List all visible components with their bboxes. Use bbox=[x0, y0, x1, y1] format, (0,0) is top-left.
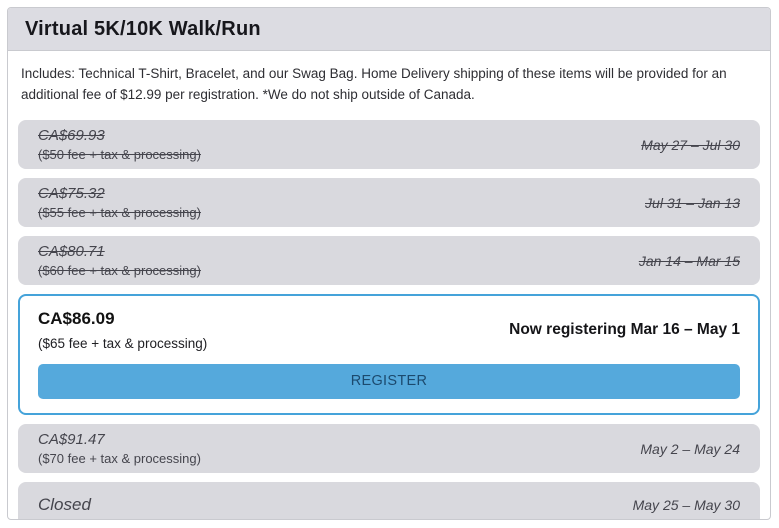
tier-price-block: CA$80.71 ($60 fee + tax & processing) bbox=[38, 243, 201, 278]
tier-row-active: CA$86.09 ($65 fee + tax & processing) No… bbox=[18, 294, 760, 416]
tier-price-block: Closed bbox=[38, 495, 91, 515]
tier-dates: May 2 – May 24 bbox=[640, 440, 740, 457]
tier-price: CA$69.93 bbox=[38, 127, 105, 145]
active-tier-info: CA$86.09 ($65 fee + tax & processing) No… bbox=[38, 309, 740, 351]
tier-row-upcoming: CA$91.47 ($70 fee + tax & processing) Ma… bbox=[18, 424, 760, 474]
tier-dates: May 27 – Jul 30 bbox=[641, 136, 740, 153]
tier-fee-detail: ($65 fee + tax & processing) bbox=[38, 336, 208, 352]
tier-row-expired-3: CA$80.71 ($60 fee + tax & processing) Ja… bbox=[18, 236, 760, 286]
tier-price: CA$80.71 bbox=[38, 243, 105, 261]
event-description: Includes: Technical T-Shirt, Bracelet, a… bbox=[21, 66, 727, 102]
now-registering-dates: Now registering Mar 16 – May 1 bbox=[509, 321, 740, 339]
tier-row-closed: Closed May 25 – May 30 bbox=[18, 482, 760, 519]
tier-fee-detail: ($50 fee + tax & processing) bbox=[38, 147, 201, 163]
tier-dates: Jul 31 – Jan 13 bbox=[645, 194, 740, 211]
tier-price: CA$91.47 bbox=[38, 431, 105, 449]
card-header: Virtual 5K/10K Walk/Run bbox=[8, 8, 770, 51]
closed-label: Closed bbox=[38, 495, 91, 515]
tier-price: CA$75.32 bbox=[38, 185, 105, 203]
tier-price-block: CA$69.93 ($50 fee + tax & processing) bbox=[38, 127, 201, 162]
card-body: Includes: Technical T-Shirt, Bracelet, a… bbox=[8, 51, 770, 519]
tier-dates: Jan 14 – Mar 15 bbox=[638, 252, 740, 269]
tier-fee-detail: ($55 fee + tax & processing) bbox=[38, 205, 201, 221]
registration-card: Virtual 5K/10K Walk/Run Includes: Techni… bbox=[7, 7, 771, 520]
tier-row-expired-2: CA$75.32 ($55 fee + tax & processing) Ju… bbox=[18, 178, 760, 228]
tier-dates: May 25 – May 30 bbox=[632, 497, 740, 514]
page-title: Virtual 5K/10K Walk/Run bbox=[25, 18, 261, 40]
register-button[interactable]: REGISTER bbox=[38, 364, 740, 400]
tier-fee-detail: ($70 fee + tax & processing) bbox=[38, 451, 201, 467]
tier-fee-detail: ($60 fee + tax & processing) bbox=[38, 263, 201, 279]
tier-price: CA$86.09 bbox=[38, 309, 115, 329]
tier-price-block: CA$86.09 ($65 fee + tax & processing) bbox=[38, 309, 207, 351]
tier-row-expired-1: CA$69.93 ($50 fee + tax & processing) Ma… bbox=[18, 120, 760, 170]
tier-price-block: CA$75.32 ($55 fee + tax & processing) bbox=[38, 185, 201, 220]
tier-price-block: CA$91.47 ($70 fee + tax & processing) bbox=[38, 431, 201, 466]
